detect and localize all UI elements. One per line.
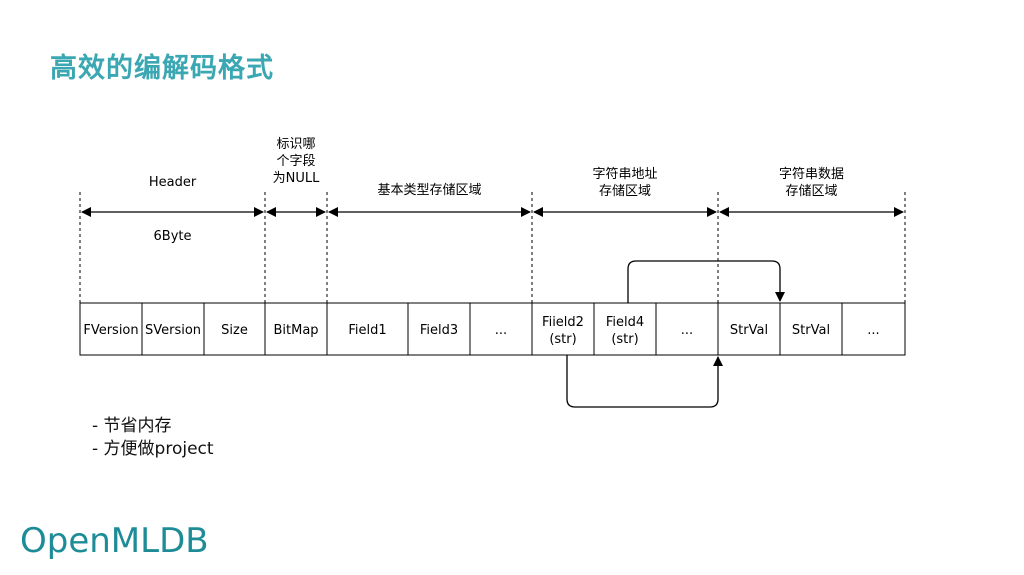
- cell-label: FVersion: [83, 323, 138, 338]
- cell-label: ...: [867, 323, 879, 338]
- record-cell: [655, 302, 719, 356]
- record-cell: [841, 302, 906, 356]
- cell-label: (str): [549, 332, 576, 347]
- cell-label: Size: [221, 323, 248, 338]
- record-cell: [531, 302, 595, 356]
- region-label-straddr: 存储区域: [599, 184, 651, 199]
- pointer-arrows: [566, 260, 785, 408]
- cell-label: StrVal: [730, 323, 768, 338]
- record-cells: FVersion SVersion Size BitMap Field1 Field3..…: [79, 302, 906, 356]
- region-label-basic: 基本类型存储区域: [377, 183, 481, 198]
- record-cell: [779, 302, 843, 356]
- cell-label: (str): [611, 332, 638, 347]
- bullet-project: - 方便做project: [92, 439, 214, 459]
- region-label-strdata: 字符串数据: [779, 166, 844, 182]
- record-cell: [469, 302, 533, 356]
- bullet-list: - 节省内存 - 方便做project: [92, 415, 214, 461]
- pointer-arrow-field2-to-strdata: [566, 355, 723, 408]
- openmldb-logo: OpenMLDB: [20, 521, 209, 561]
- region-label-bitmap: 个字段: [276, 154, 315, 169]
- record-cell: [203, 302, 266, 356]
- cell-label: Field4: [606, 315, 644, 330]
- region-label-bitmap: 为NULL: [273, 171, 320, 186]
- cell-label: ...: [495, 323, 507, 338]
- region-label-strdata: 存储区域: [785, 184, 837, 199]
- cell-label: ...: [681, 323, 693, 338]
- record-cell: [407, 302, 471, 356]
- record-cell: [717, 302, 781, 356]
- cell-label: Fiield2: [542, 315, 584, 330]
- region-sublabel-header: 6Byte: [154, 229, 192, 244]
- pointer-arrow-field4-to-strval: [627, 260, 785, 303]
- region-label-straddr: 字符串地址: [592, 166, 657, 182]
- cell-label: BitMap: [273, 323, 318, 338]
- region-dividers: [79, 192, 906, 303]
- slide-title: 高效的编解码格式: [50, 53, 274, 84]
- cell-label: SVersion: [145, 323, 201, 338]
- cell-label: StrVal: [792, 323, 830, 338]
- bullet-save-memory: - 节省内存: [92, 416, 172, 436]
- region-label-bitmap: 标识哪: [276, 137, 315, 152]
- cell-label: Field3: [420, 323, 458, 338]
- cell-label: Field1: [348, 323, 386, 338]
- region-label-header: Header: [149, 175, 197, 190]
